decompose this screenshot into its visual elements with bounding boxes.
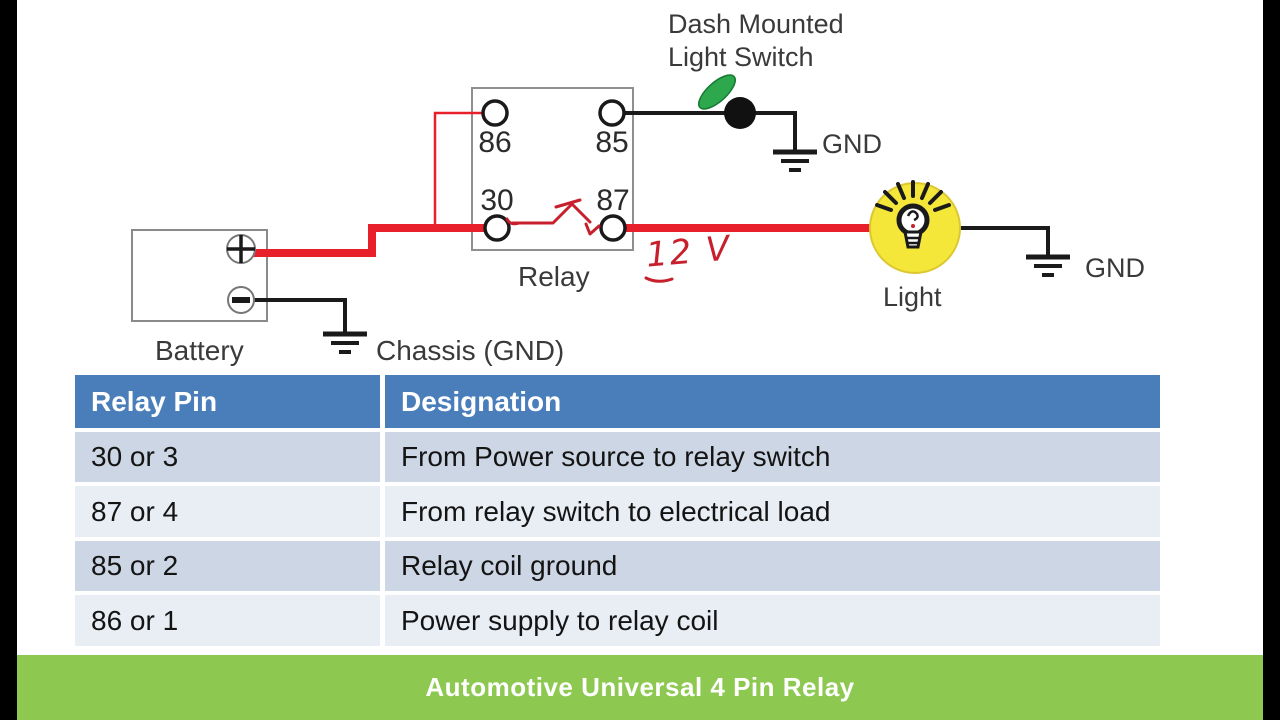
switch-ground-icon	[773, 149, 817, 172]
handwritten-12v-annotation: 12 V	[644, 228, 733, 276]
table-row-pin: 30 or 3	[75, 432, 380, 482]
light-bulb-icon	[869, 180, 961, 274]
relay-label: Relay	[518, 261, 590, 292]
footer-title-bar: Automotive Universal 4 Pin Relay	[17, 655, 1263, 720]
coil-wire-to-pin86	[433, 111, 495, 228]
light-label: Light	[883, 282, 942, 312]
table-row-pin: 87 or 4	[75, 486, 380, 537]
dash-switch-label: Dash Mounted Light Switch	[668, 9, 844, 72]
table-header-relay-pin: Relay Pin	[75, 375, 380, 428]
table-row-designation: From Power source to relay switch	[385, 432, 1160, 482]
relay-pin-table: Relay Pin Designation 30 or 3 From Power…	[75, 375, 1160, 646]
table-row-designation: From relay switch to electrical load	[385, 486, 1160, 537]
table-row-designation: Relay coil ground	[385, 541, 1160, 591]
table-row-pin: 85 or 2	[75, 541, 380, 591]
letterbox-left	[0, 0, 17, 720]
relay-pin-85-label: 85	[595, 126, 629, 159]
plus-terminal-icon	[226, 234, 256, 264]
light-gnd-label: GND	[1085, 253, 1145, 283]
table-row-designation: Power supply to relay coil	[385, 595, 1160, 646]
light-ground-wire	[955, 226, 1050, 255]
chassis-gnd-label: Chassis (GND)	[376, 335, 565, 366]
relay-pin-30-label: 30	[480, 184, 514, 217]
coil-ground-wire-pin85-to-switch	[612, 111, 797, 150]
table-row-pin: 86 or 1	[75, 595, 380, 646]
toggle-switch-icon	[698, 74, 756, 129]
slide-title: Automotive Universal 4 Pin Relay	[425, 672, 855, 702]
table-header-designation: Designation	[385, 375, 1160, 428]
relay-pin-circles	[481, 99, 627, 242]
relay-pin-86-label: 86	[478, 126, 512, 159]
chassis-ground-icon	[323, 331, 367, 354]
relay-pin-87-label: 87	[596, 184, 630, 217]
battery-ground-wire	[244, 298, 347, 332]
power-wire-battery-to-pin30	[246, 224, 500, 257]
letterbox-right	[1263, 0, 1280, 720]
switch-gnd-label: GND	[822, 129, 882, 159]
battery-label: Battery	[155, 335, 244, 366]
handdrawn-switch-annotation	[505, 198, 601, 236]
light-ground-icon	[1026, 254, 1070, 277]
minus-terminal-icon	[227, 286, 255, 314]
handdrawn-underline	[644, 276, 674, 283]
